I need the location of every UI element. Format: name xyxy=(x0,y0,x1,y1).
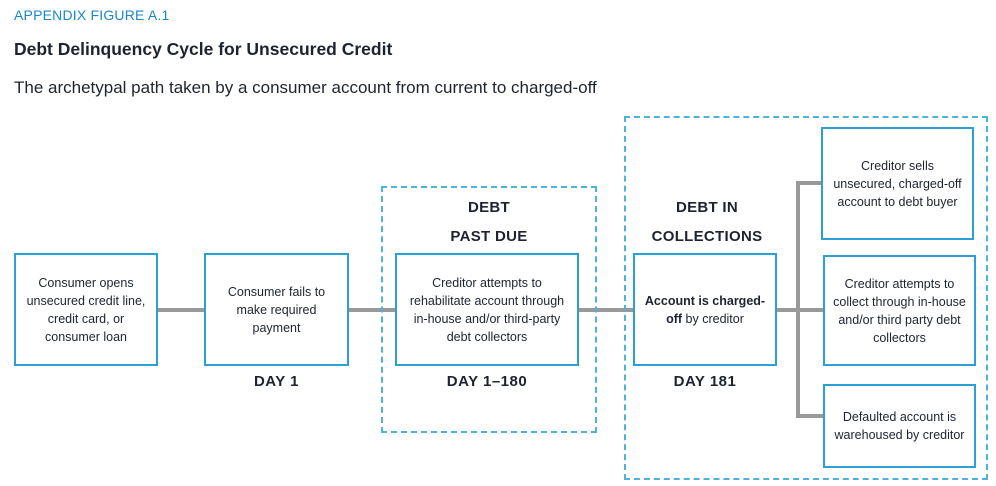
figure-title: Debt Delinquency Cycle for Unsecured Cre… xyxy=(14,39,393,59)
box-creditor-rehabilitate: Creditor attempts to rehabilitate accoun… xyxy=(395,253,579,366)
box-creditor-sells: Creditor sells unsecured, charged-off ac… xyxy=(821,127,974,240)
box-warehoused: Defaulted account is warehoused by credi… xyxy=(823,384,976,468)
box-creditor-collects-text: Creditor attempts to collect through in-… xyxy=(833,276,966,345)
box-consumer-opens: Consumer opens unsecured credit line, cr… xyxy=(14,253,158,366)
box-charged-off-text: Account is charged-off by creditor xyxy=(643,292,767,328)
stage-past-due-heading-line1: DEBT xyxy=(467,199,511,216)
day-label-day181: DAY 181 xyxy=(673,373,737,390)
box-creditor-sells-text: Creditor sells unsecured, charged-off ac… xyxy=(833,158,962,209)
figure-subtitle: The archetypal path taken by a consumer … xyxy=(14,78,597,97)
box-charged-off-bold: Account is charged-off xyxy=(644,293,766,326)
box-creditor-rehabilitate-text: Creditor attempts to rehabilitate accoun… xyxy=(409,275,565,344)
day-label-day1: DAY 1 xyxy=(253,373,300,390)
day-label-day1-180: DAY 1–180 xyxy=(446,373,528,390)
stage-past-due-container xyxy=(381,186,597,433)
stage-collections-heading-line1: DEBT IN xyxy=(675,199,739,216)
box-warehoused-text: Defaulted account is warehoused by credi… xyxy=(834,410,965,442)
stage-past-due-heading-line2: PAST DUE xyxy=(450,228,528,245)
box-consumer-fails-text: Consumer fails to make required payment xyxy=(227,284,326,335)
box-creditor-collects: Creditor attempts to collect through in-… xyxy=(823,255,976,366)
box-consumer-fails: Consumer fails to make required payment xyxy=(204,253,349,366)
stage-collections-heading-line2: COLLECTIONS xyxy=(651,228,763,245)
box-charged-off-rest: by creditor xyxy=(682,311,744,326)
figure-label: APPENDIX FIGURE A.1 xyxy=(14,7,170,23)
box-consumer-opens-text: Consumer opens unsecured credit line, cr… xyxy=(26,275,146,344)
box-charged-off: Account is charged-off by creditor xyxy=(633,253,777,366)
stage-collections-container xyxy=(624,116,988,480)
